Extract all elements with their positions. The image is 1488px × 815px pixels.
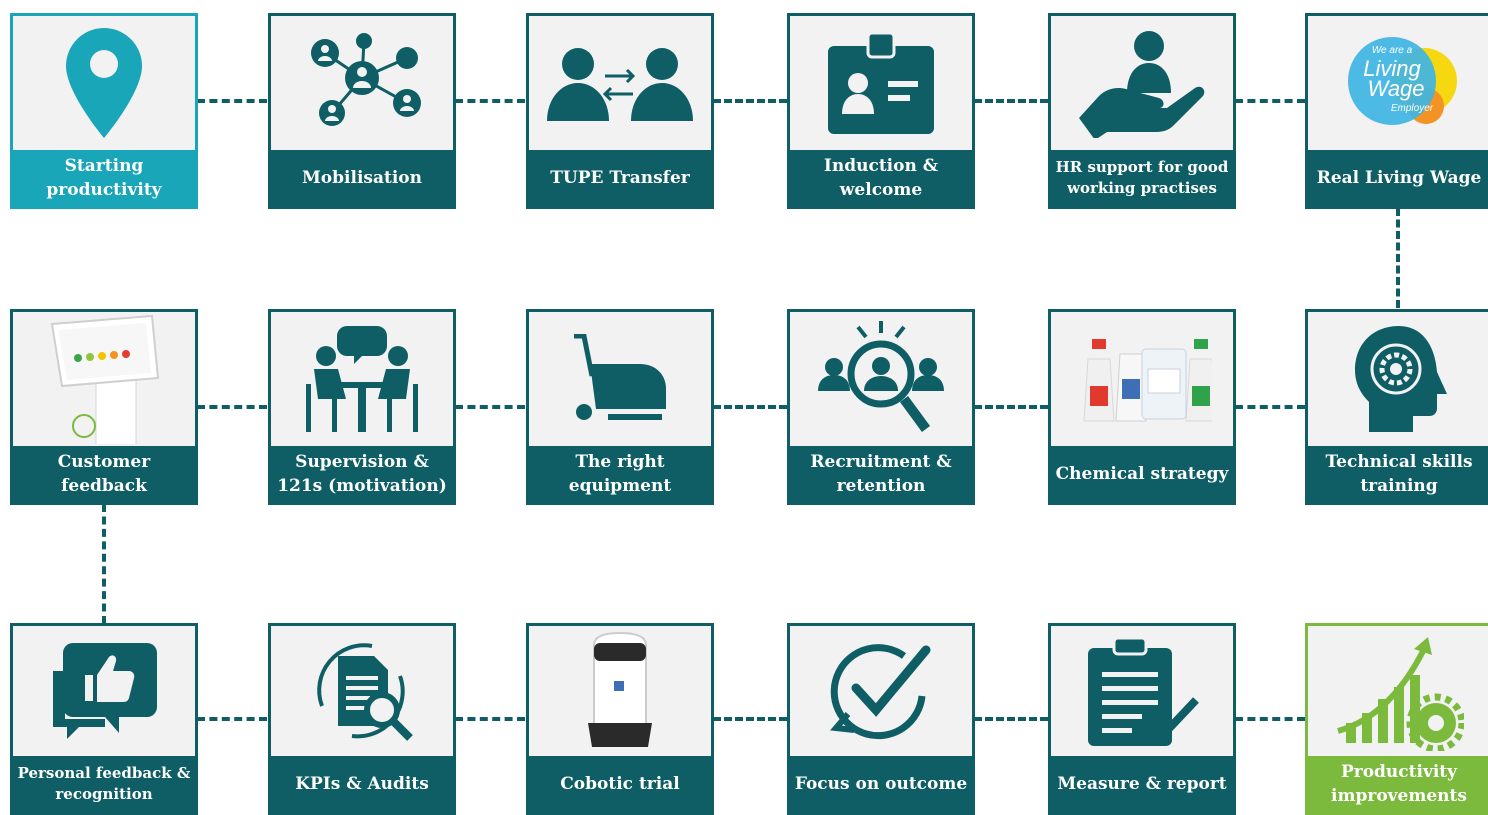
step-hr-support: HR support for good working practises <box>1048 13 1236 209</box>
step-label: Supervision & 121s (motivation) <box>271 446 453 502</box>
connector <box>974 99 1048 103</box>
step-label: Productivity improvements <box>1308 756 1488 812</box>
connector <box>455 405 525 409</box>
logo-text: Employer <box>1391 103 1434 114</box>
step-chemical-strategy: Chemical strategy <box>1048 309 1236 505</box>
step-customer-feedback: Customer feedback <box>10 309 198 505</box>
connector <box>197 99 267 103</box>
step-starting-productivity: Starting productivity <box>10 13 198 209</box>
feedback-kiosk-image <box>13 312 195 446</box>
connector <box>1235 405 1305 409</box>
step-recruitment: Recruitment & retention <box>787 309 975 505</box>
logo-text: Living <box>1363 56 1421 81</box>
connector <box>455 99 525 103</box>
step-technical-training: Technical skills training <box>1305 309 1488 505</box>
step-label: Focus on outcome <box>790 756 972 812</box>
check-circle-icon <box>790 626 972 756</box>
step-induction: Induction & welcome <box>787 13 975 209</box>
head-gear-icon <box>1308 312 1488 446</box>
logo-text: We are a <box>1372 45 1413 56</box>
connector <box>713 717 787 721</box>
hand-person-icon <box>1051 16 1233 150</box>
step-label: Personal feedback & recognition <box>13 756 195 812</box>
connector <box>713 405 787 409</box>
chemical-bottles-image <box>1051 312 1233 446</box>
step-label: Chemical strategy <box>1051 446 1233 502</box>
step-real-living-wage: We are a Living Wage Employer Real Livin… <box>1305 13 1488 209</box>
connector <box>1235 99 1305 103</box>
step-label: Induction & welcome <box>790 150 972 206</box>
cleaning-robot-image <box>529 626 711 756</box>
connector <box>974 717 1048 721</box>
connector <box>197 405 267 409</box>
step-label: KPIs & Audits <box>271 756 453 812</box>
step-label: Real Living Wage <box>1308 150 1488 206</box>
network-people-icon <box>271 16 453 150</box>
connector <box>102 504 106 624</box>
step-tupe-transfer: TUPE Transfer <box>526 13 714 209</box>
step-label: Mobilisation <box>271 150 453 206</box>
logo-text: Wage <box>1367 76 1424 101</box>
connector <box>1235 717 1305 721</box>
step-focus-outcome: Focus on outcome <box>787 623 975 815</box>
step-label: Technical skills training <box>1308 446 1488 502</box>
step-label: TUPE Transfer <box>529 150 711 206</box>
step-supervision: Supervision & 121s (motivation) <box>268 309 456 505</box>
connector <box>1396 208 1400 308</box>
living-wage-logo: We are a Living Wage Employer <box>1308 16 1488 150</box>
transfer-people-icon <box>529 16 711 150</box>
step-label: HR support for good working practises <box>1051 150 1233 206</box>
connector <box>455 717 525 721</box>
connector <box>974 405 1048 409</box>
step-label: Cobotic trial <box>529 756 711 812</box>
connector <box>197 717 267 721</box>
step-measure-report: Measure & report <box>1048 623 1236 815</box>
growth-gear-icon <box>1308 626 1488 756</box>
step-label: Customer feedback <box>13 446 195 502</box>
thumbs-up-chat-icon <box>13 626 195 756</box>
step-label: Starting productivity <box>13 150 195 206</box>
step-kpis-audits: KPIs & Audits <box>268 623 456 815</box>
search-people-icon <box>790 312 972 446</box>
id-badge-icon <box>790 16 972 150</box>
step-label: Recruitment & retention <box>790 446 972 502</box>
step-productivity-improvements: Productivity improvements <box>1305 623 1488 815</box>
clipboard-check-icon <box>1051 626 1233 756</box>
document-audit-icon <box>271 626 453 756</box>
connector <box>713 99 787 103</box>
step-personal-feedback: Personal feedback & recognition <box>10 623 198 815</box>
meeting-icon <box>271 312 453 446</box>
step-mobilisation: Mobilisation <box>268 13 456 209</box>
floor-scrubber-icon <box>529 312 711 446</box>
step-cobotic-trial: Cobotic trial <box>526 623 714 815</box>
step-label: The right equipment <box>529 446 711 502</box>
step-right-equipment: The right equipment <box>526 309 714 505</box>
step-label: Measure & report <box>1051 756 1233 812</box>
location-pin-icon <box>13 16 195 150</box>
